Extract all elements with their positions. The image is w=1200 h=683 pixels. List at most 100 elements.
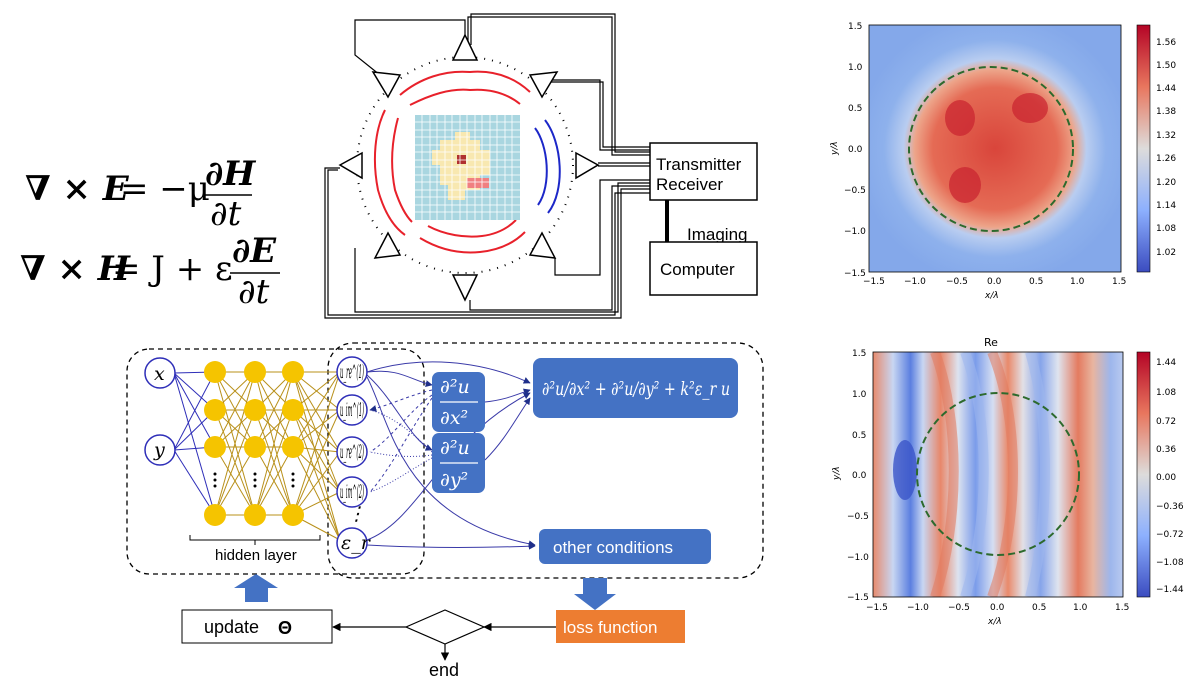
colorbar-ticks: 1.56 1.50 1.44 1.38 1.32 1.26 1.20 1.14 … <box>1156 38 1176 258</box>
faraday-lhs: ∇ × E <box>25 169 130 209</box>
output-uim1-label: u_im^(1) <box>340 399 364 421</box>
antennas <box>338 33 600 302</box>
hidden-node <box>282 436 304 458</box>
faraday-sign: = −μ <box>120 169 210 209</box>
loss-function-box <box>556 610 685 643</box>
d2u-dy2-den: ∂y² <box>440 469 468 491</box>
output-node-uim1 <box>336 394 368 426</box>
hidden-node <box>282 361 304 383</box>
tick-label: 1.38 <box>1156 107 1176 117</box>
x-ticks: −1.5 −1.0 −0.5 0.0 0.5 1.0 1.5 <box>863 277 1126 287</box>
tick-label: −1.5 <box>847 593 869 603</box>
tick-label: 1.56 <box>1156 38 1176 48</box>
antenna <box>373 231 402 259</box>
input-y-label: y <box>153 439 165 461</box>
tick-label: 1.0 <box>848 63 863 73</box>
other-conditions-label: other conditions <box>553 538 673 557</box>
tick-label: 1.0 <box>1070 277 1085 287</box>
tick-label: 1.5 <box>848 22 862 32</box>
tick-label: 1.5 <box>1115 603 1129 613</box>
x-axis-label: x/λ <box>987 617 1002 627</box>
imaging-system: Transmitter Receiver Imaging Computer <box>324 13 758 319</box>
transmitter-label: Transmitter <box>656 155 742 174</box>
d2u-dx2-den: ∂x² <box>440 407 468 429</box>
input-node-y <box>144 434 176 466</box>
y-axis-label: y/λ <box>830 141 840 156</box>
tick-label: 0.0 <box>987 277 1002 287</box>
hidden-node <box>204 504 226 526</box>
update-label: update <box>204 617 259 637</box>
output-node-ure2 <box>336 436 368 468</box>
end-label: end <box>429 660 459 680</box>
tick-label: 1.08 <box>1156 224 1176 234</box>
tick-label: 0.00 <box>1156 473 1176 483</box>
input-x-label: x <box>154 363 165 385</box>
tick-label: 0.36 <box>1156 445 1176 455</box>
tick-label: 0.72 <box>1156 417 1176 427</box>
tick-label: 1.44 <box>1156 358 1176 368</box>
plot-title: Re <box>984 336 998 349</box>
antenna <box>338 151 363 180</box>
ampere-den: ∂t <box>238 272 270 312</box>
tick-label: −1.0 <box>904 277 926 287</box>
tick-label: −0.72 <box>1156 530 1184 540</box>
tick-label: 0.0 <box>848 145 863 155</box>
hidden-nodes <box>204 361 304 526</box>
output-node-epsr <box>336 527 368 559</box>
tick-label: 0.0 <box>990 603 1005 613</box>
tick-label: 1.14 <box>1156 201 1176 211</box>
hidden-node <box>204 399 226 421</box>
antenna <box>451 33 479 61</box>
ampere-law: ∇ × H = J + ε ∂E ∂t <box>20 231 280 312</box>
tick-label: −0.36 <box>1156 502 1184 512</box>
tick-label: 0.5 <box>1029 277 1043 287</box>
helmholtz-equation: ∂²u/∂x² + ∂²u/∂y² + k²ε_r u <box>542 378 730 400</box>
tick-label: −1.08 <box>1156 558 1184 568</box>
x-axis-label: x/λ <box>984 291 999 301</box>
tick-label: −0.5 <box>946 277 968 287</box>
imaging-domain <box>415 115 520 220</box>
output-ure2-label: u_re^(2) <box>340 441 364 463</box>
helmholtz-box <box>533 358 738 418</box>
hidden-node <box>244 504 266 526</box>
tick-label: 1.20 <box>1156 178 1176 188</box>
colorbar <box>1136 24 1151 273</box>
boundary-circle <box>908 66 1074 232</box>
d2u-dx2-num: ∂²u <box>440 376 470 398</box>
output-node-uim2 <box>336 476 368 508</box>
output-ellipsis: ⋮ <box>347 503 366 525</box>
tick-label: 0.5 <box>852 431 866 441</box>
hidden-node <box>244 436 266 458</box>
computer-label: Computer <box>660 260 735 279</box>
output-epsr-label: ε_r <box>341 532 372 554</box>
hidden-node <box>244 361 266 383</box>
y-ticks: 1.5 1.0 0.5 0.0 −0.5 −1.0 −1.5 <box>844 22 866 279</box>
tick-label: 1.32 <box>1156 131 1176 141</box>
tick-label: 1.02 <box>1156 248 1176 258</box>
hidden-ellipsis <box>213 472 295 488</box>
tick-label: −1.0 <box>907 603 929 613</box>
x-ticks: −1.5 −1.0 −0.5 0.0 0.5 1.0 1.5 <box>866 603 1129 613</box>
colorbar <box>1136 351 1151 598</box>
scattered-waves <box>373 70 531 254</box>
faraday-num: ∂H <box>205 154 257 194</box>
tick-label: 0.5 <box>848 104 862 114</box>
input-node-x <box>144 357 176 389</box>
tick-label: −1.5 <box>863 277 885 287</box>
network-box <box>126 348 425 575</box>
grid-lines <box>415 115 520 220</box>
tick-label: 1.5 <box>852 349 866 359</box>
tick-label: 1.26 <box>1156 154 1176 164</box>
update-box <box>181 609 333 644</box>
wiring <box>324 13 650 319</box>
y-ticks: 1.5 1.0 0.5 0.0 −0.5 −1.0 −1.5 <box>847 349 869 603</box>
ampere-mid: = J + ε <box>112 249 233 289</box>
antenna <box>528 231 557 259</box>
antenna <box>528 71 559 99</box>
tick-label: 1.08 <box>1156 388 1176 398</box>
maxwell-equations: ∇ × E = −μ ∂H ∂t ∇ × H = J + ε ∂E ∂t <box>20 154 280 312</box>
loss-function-label: loss function <box>563 618 658 637</box>
tick-label: −0.5 <box>847 512 869 522</box>
derivative-arrows <box>366 361 536 550</box>
